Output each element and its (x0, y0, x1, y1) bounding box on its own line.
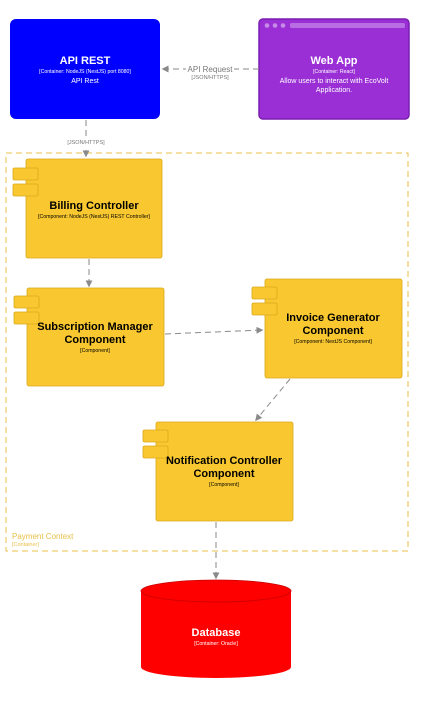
boundary-label: Payment Context (12, 532, 74, 541)
edge-label: API Request (188, 65, 234, 74)
web-app-meta: [Container: React] (313, 69, 355, 75)
invoice-generator-node[interactable]: Invoice Generator Component [Component: … (251, 278, 403, 379)
web-app-title: Web App (310, 55, 357, 67)
api-rest-desc: API Rest (71, 78, 99, 85)
web-app-node[interactable]: Web App [Container: React] Allow users t… (258, 18, 410, 120)
database-meta: [Container: Oracle] (194, 641, 238, 647)
edge-label-bg (186, 64, 234, 79)
database-cylinder-body (141, 591, 291, 678)
notification-controller-meta: [Component] (209, 482, 239, 488)
boundary-frame (5, 152, 409, 552)
window-dot-icon (264, 23, 270, 28)
component-tab-icon (13, 311, 40, 325)
web-app-desc-line-2: Application. (316, 87, 352, 94)
component-tab-icon (251, 302, 278, 316)
database-cylinder-top (140, 579, 292, 603)
billing-controller-node[interactable]: Billing Controller [Component: NodeJS (N… (12, 158, 163, 259)
subscription-manager-meta: [Component] (80, 348, 110, 354)
edge-label-bg (66, 138, 106, 146)
component-tab-icon (12, 183, 39, 197)
database-title: Database (192, 627, 241, 639)
edge-invoice-to-notification (255, 378, 291, 422)
boundary-type: [Container] (12, 542, 39, 548)
component-tab-icon (251, 286, 278, 300)
window-address-bar (290, 23, 405, 28)
payment-context-boundary: Payment Context [Container] (5, 152, 409, 552)
invoice-generator-meta: [Component: NestJS Component] (294, 339, 372, 345)
api-rest-meta: [Container: NodeJS (NestJS) port 8080] (39, 69, 131, 75)
invoice-generator-title-line-1: Invoice Generator (286, 312, 380, 324)
invoice-generator-box (264, 278, 403, 379)
subscription-manager-title-line-1: Subscription Manager (37, 321, 153, 333)
window-dot-icon (272, 23, 278, 28)
edge-webapp-to-api: API Request [JSON/HTTPS] (161, 64, 259, 81)
edge-tech: [JSON/HTTPS] (191, 75, 229, 81)
component-tab-icon (142, 445, 169, 459)
web-app-desc-line-1: Allow users to interact with EcoVolt (280, 78, 389, 85)
billing-controller-box (25, 158, 163, 259)
edge-api-to-billing: [JSON/HTTPS] (66, 120, 106, 158)
edge-tech: [JSON/HTTPS] (67, 140, 105, 146)
subscription-manager-box (26, 287, 165, 387)
window-dot-icon (280, 23, 286, 28)
component-tab-icon (12, 167, 39, 181)
billing-controller-title: Billing Controller (49, 200, 139, 212)
subscription-manager-title-line-2: Component (64, 334, 125, 346)
edge-subscription-to-invoice (164, 326, 264, 335)
billing-controller-meta: [Component: NodeJS (NestJS) REST Control… (38, 214, 150, 220)
api-rest-title: API REST (60, 55, 111, 67)
database-node[interactable]: Database [Container: Oracle] (140, 579, 292, 678)
component-tab-icon (142, 429, 169, 443)
api-rest-box (10, 19, 160, 119)
component-tab-icon (13, 295, 40, 309)
api-rest-node[interactable]: API REST [Container: NodeJS (NestJS) por… (10, 19, 160, 119)
notification-controller-title-line-1: Notification Controller (166, 455, 283, 467)
invoice-generator-title-line-2: Component (302, 325, 363, 337)
notification-controller-box (155, 421, 294, 522)
notification-controller-title-line-2: Component (193, 468, 254, 480)
subscription-manager-node[interactable]: Subscription Manager Component [Componen… (13, 287, 165, 387)
notification-controller-node[interactable]: Notification Controller Component [Compo… (142, 421, 294, 522)
